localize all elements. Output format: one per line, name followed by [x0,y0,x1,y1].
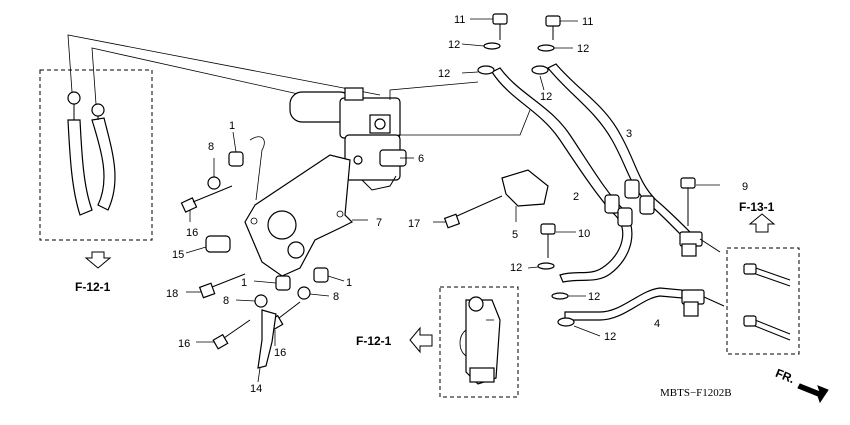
callout-10: 10 [578,228,590,240]
callout-16-lower-left: 16 [178,338,190,350]
callout-5: 5 [512,229,518,241]
reference-label-right: F-13-1 [739,200,775,214]
callout-3: 3 [626,128,632,140]
callout-4: 4 [654,318,660,330]
bolt-9 [680,177,720,226]
callout-16-upper: 16 [186,227,198,239]
callout-2: 2 [573,191,579,203]
callout-16-lower-right: 16 [274,347,286,359]
callout-18: 18 [166,288,178,300]
front-marker-label: FR. [773,366,796,386]
bolt-18 [186,273,246,299]
washers-lower [551,292,601,337]
reference-arrow-left-middle [409,326,433,354]
callout-17: 17 [408,218,420,230]
abs-modulator [289,87,414,191]
master-cylinder-box [439,286,519,398]
clip-15 [185,235,231,254]
callout-8-lower-left: 8 [223,295,229,307]
callout-12-f: 12 [510,262,522,274]
callout-12-b: 12 [438,68,450,80]
reference-arrow-down [84,251,112,269]
bracket [244,154,368,277]
callout-8-lower-right: 8 [333,291,339,303]
left-detail-box [39,34,381,241]
callout-11-left: 11 [454,14,465,26]
reference-label-upper-left: F-12-1 [75,280,111,294]
reference-arrow-up-right [748,213,776,233]
callout-1-top: 1 [229,120,235,132]
reference-label-middle: F-12-1 [356,334,392,348]
callout-15: 15 [172,249,184,261]
callout-12-g: 12 [588,291,600,303]
bolts-16-lower [196,301,301,350]
callout-1-lower-right: 1 [346,277,352,289]
brake-hoses [491,63,725,321]
grommet-upper [207,131,265,201]
callout-labels: 11 12 12 11 12 12 12 3 1 8 6 2 9 16 7 17… [166,14,748,395]
grommet-lower [235,267,345,308]
callout-8-top: 8 [208,141,214,153]
callout-6: 6 [418,153,424,165]
clamp-5 [433,169,549,229]
callout-1-lower-left: 1 [241,277,247,289]
callout-12-c: 12 [577,43,589,55]
callout-11-right: 11 [582,16,593,28]
callout-12-h: 12 [604,331,616,343]
front-arrow [797,383,829,404]
sensor-wire [257,309,277,383]
callout-7: 7 [376,217,382,229]
banjo-bolts-top [461,13,578,91]
diagram-code: MBTS−F1202B [660,387,732,399]
right-detail-box [726,247,800,355]
callout-14: 14 [250,383,262,395]
bolt-16-upper [180,185,233,222]
callout-9: 9 [742,181,748,193]
bolt-10 [527,223,576,270]
callout-12-d: 12 [540,91,552,103]
callout-12-a: 12 [448,39,460,51]
